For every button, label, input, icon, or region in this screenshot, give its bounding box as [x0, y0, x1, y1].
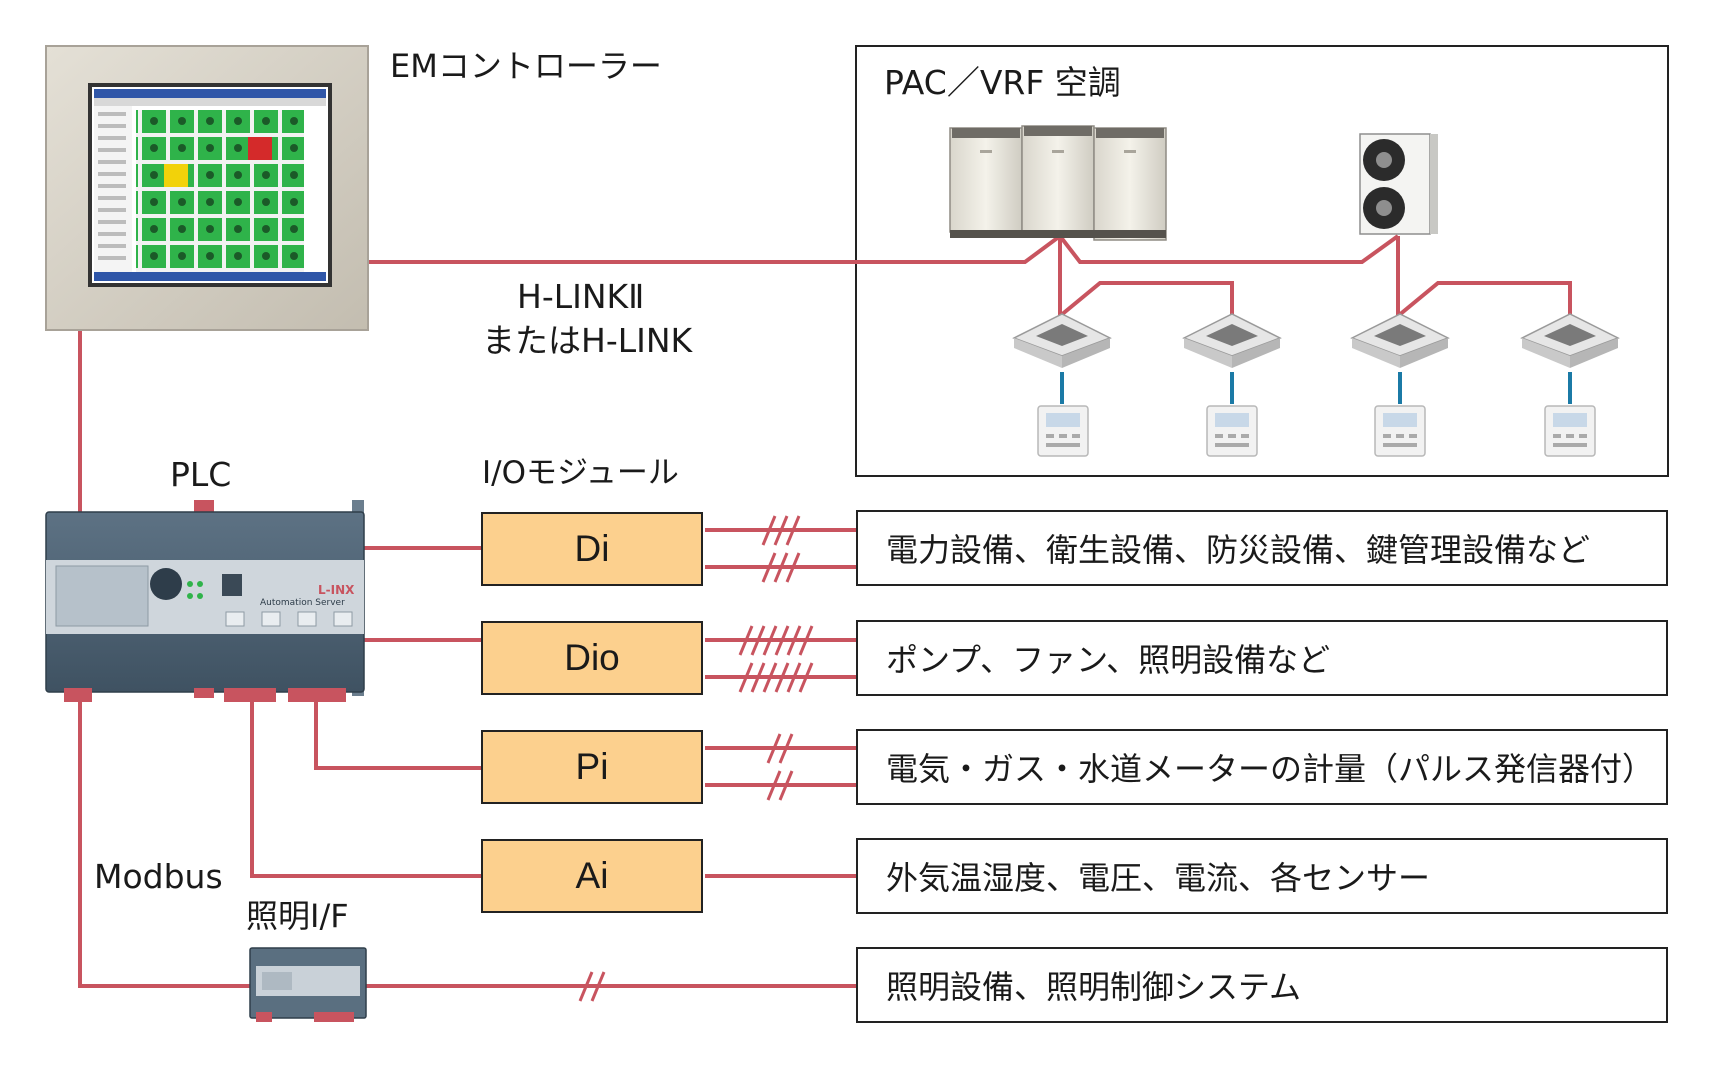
- lighting-if-label: 照明I/F: [246, 897, 349, 935]
- plc-ai-line: [250, 700, 481, 878]
- lighting-interface-device-icon: [249, 947, 367, 1022]
- plc-pi-line: [314, 700, 481, 770]
- pac-outdoor-unit-icon: [1359, 133, 1438, 235]
- plc-brand-sub-label: Automation Server: [260, 598, 345, 608]
- desc-pi: 電気・ガス・水道メーターの計量（パルス発信器付）: [856, 729, 1668, 805]
- vrf-branch-2: [1058, 281, 1234, 318]
- pac-vrf-label: PAC／VRF 空調: [884, 63, 1121, 102]
- wall-remote-controller-icon: [1037, 405, 1596, 457]
- module-di: Di: [481, 512, 703, 586]
- ceiling-cassette-icon: [1012, 313, 1620, 368]
- plc-label: PLC: [170, 455, 232, 494]
- pac-branch-2: [1396, 281, 1572, 318]
- em-controller-label: EMコントローラー: [390, 47, 662, 85]
- hlink-label-line1: H-LINKⅡ: [517, 277, 645, 316]
- modbus-line: [78, 700, 250, 988]
- desc-dio: ポンプ、ファン、照明設備など: [856, 620, 1668, 696]
- module-ai: Ai: [481, 839, 703, 913]
- module-dio: Dio: [481, 621, 703, 695]
- desc-di: 電力設備、衛生設備、防災設備、鍵管理設備など: [856, 510, 1668, 586]
- plc-brand-label: L-INX: [318, 583, 355, 597]
- hash-marks: [578, 515, 814, 1002]
- desc-ai: 外気温湿度、電圧、電流、各センサー: [856, 838, 1668, 914]
- modbus-label: Modbus: [94, 857, 223, 896]
- hlink-line: [368, 233, 1400, 264]
- hlink-label-line2: またはH-LINK: [482, 321, 693, 360]
- remote-wires: [1060, 372, 1572, 404]
- desc-lighting: 照明設備、照明制御システム: [856, 947, 1668, 1023]
- io-module-label: I/Oモジュール: [482, 455, 679, 491]
- vrf-outdoor-unit-icon: [949, 125, 1167, 241]
- touch-panel-icon: [45, 45, 369, 331]
- module-pi: Pi: [481, 730, 703, 804]
- plc-device-icon: [45, 500, 365, 702]
